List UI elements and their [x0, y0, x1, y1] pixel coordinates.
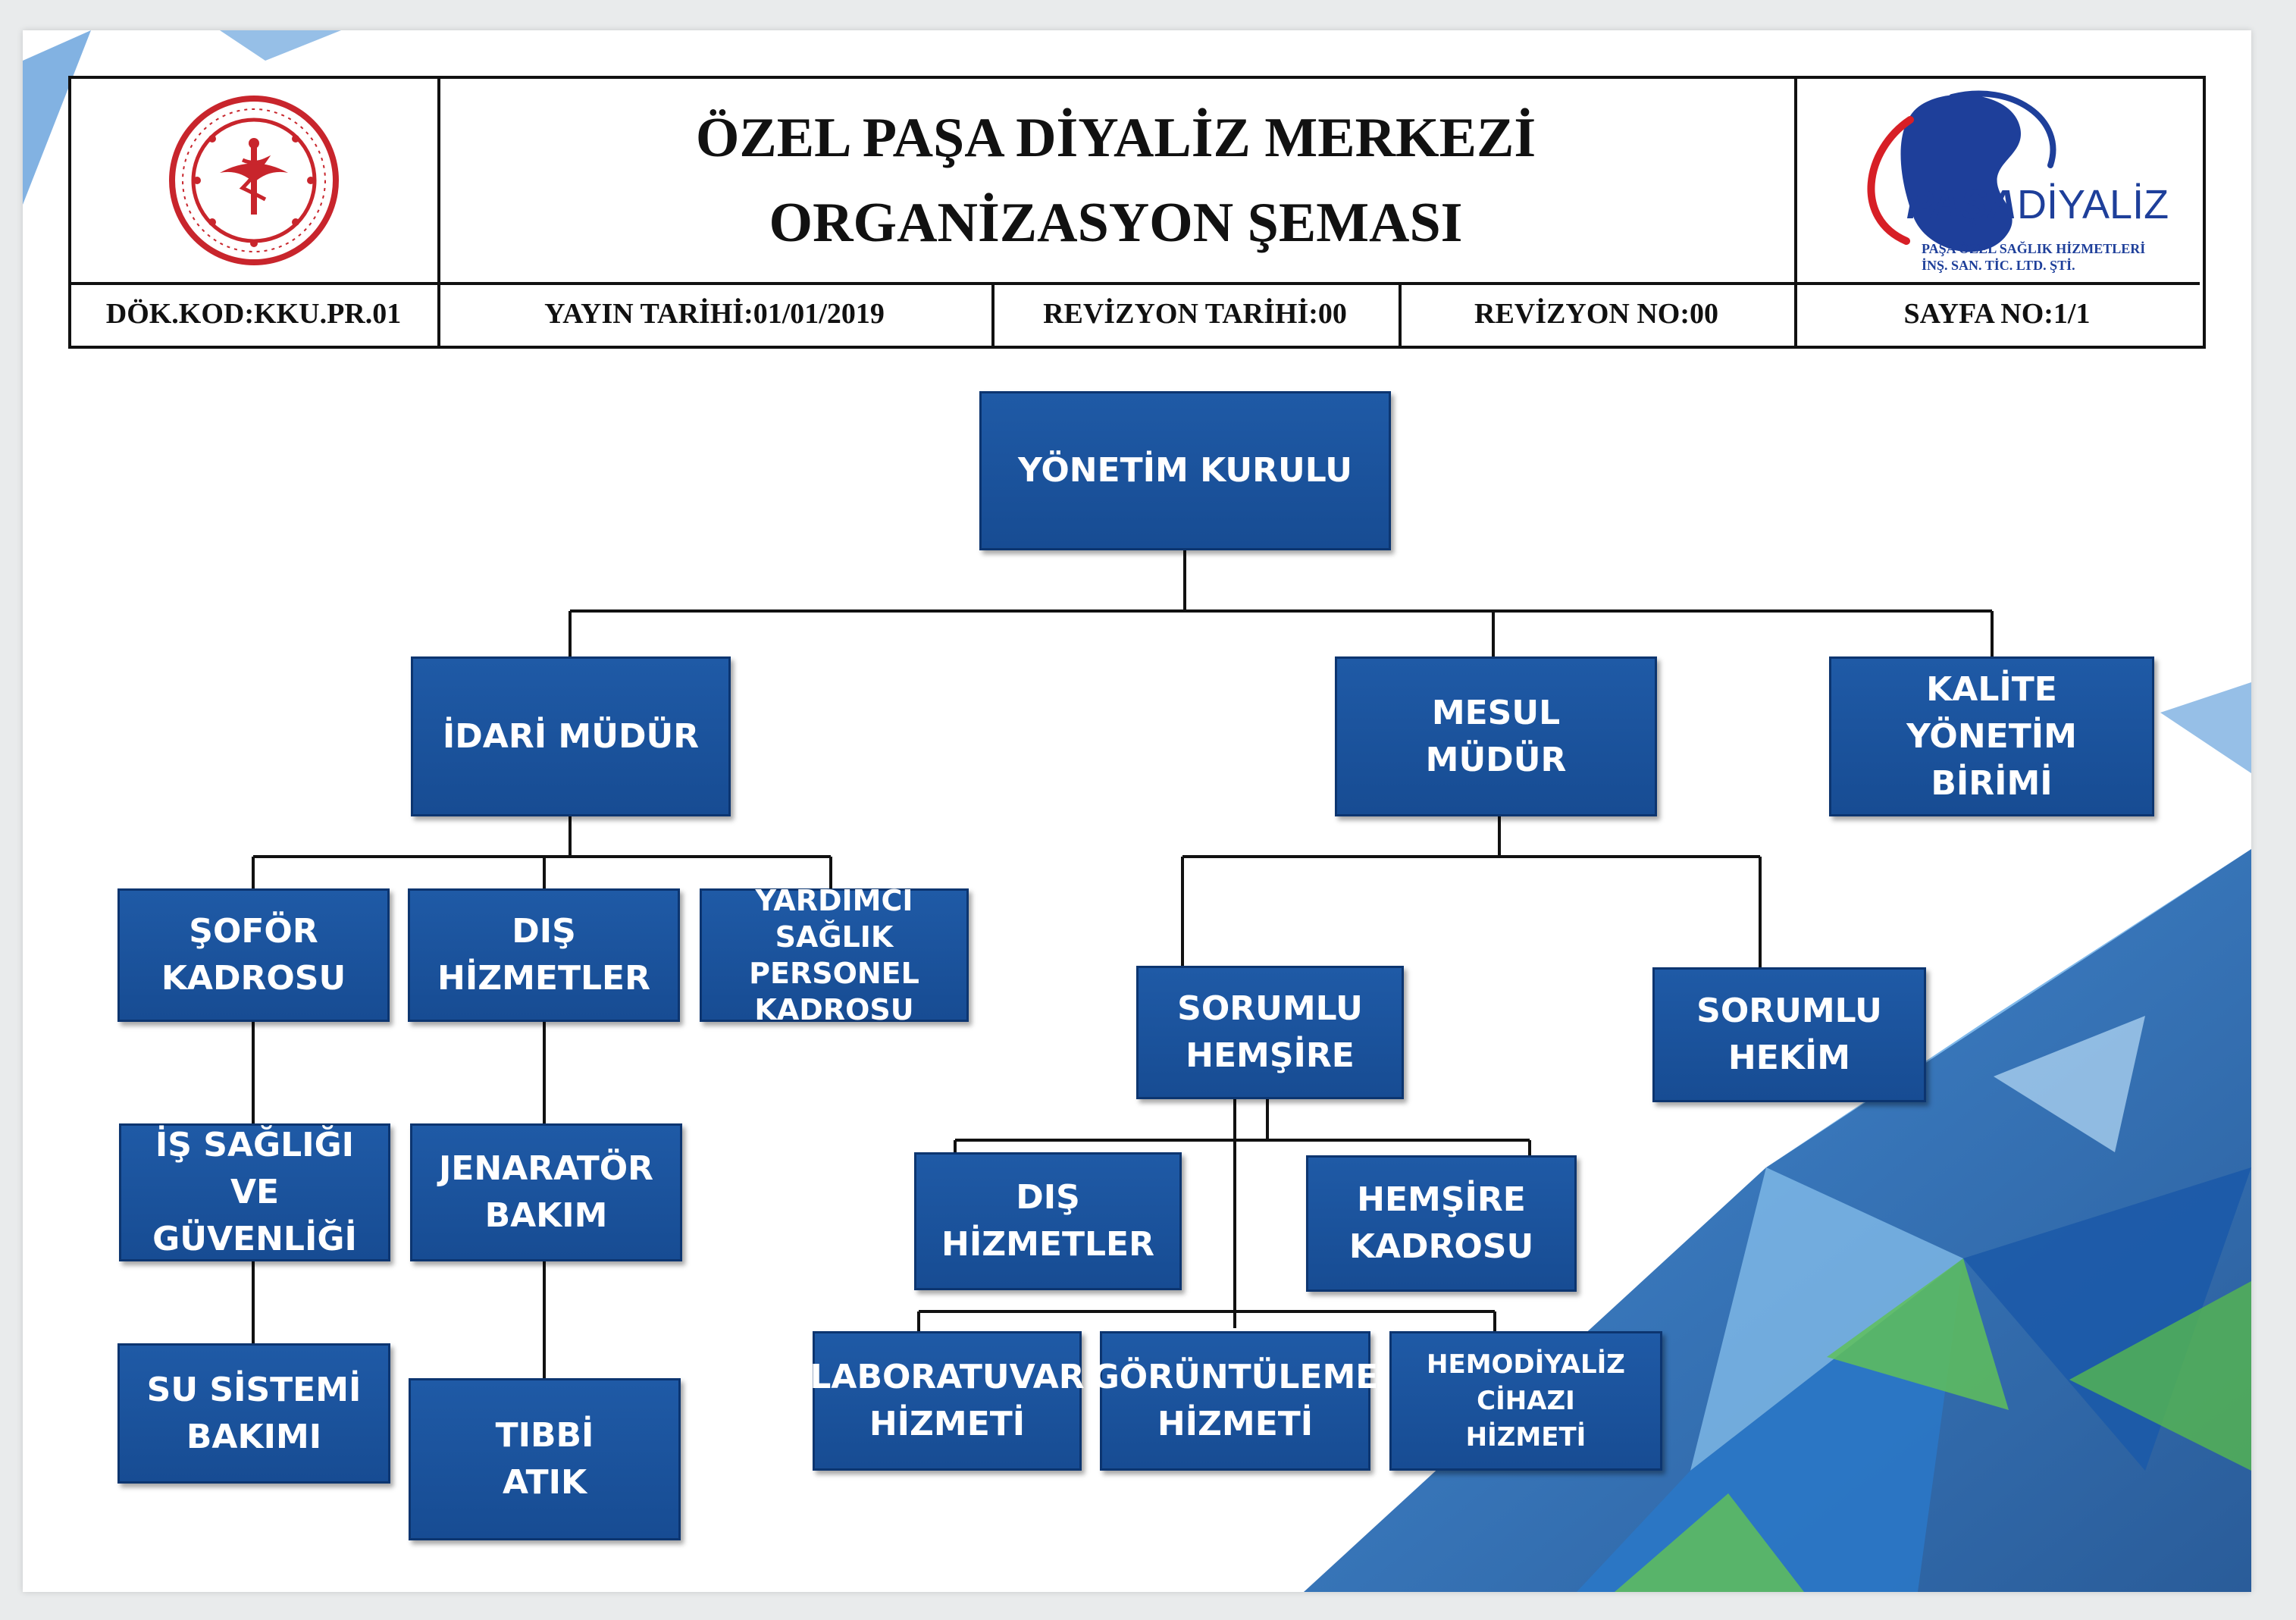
external-services-nurse-line-2: HİZMETLER: [941, 1225, 1154, 1264]
driver-staff-line-2: KADROSU: [161, 959, 346, 998]
responsible-nurse-box: SORUMLU HEMŞİRE: [1136, 966, 1404, 1099]
driver-staff-box: ŞOFÖR KADROSU: [117, 888, 390, 1022]
responsible-nurse-line-1: SORUMLU: [1177, 989, 1363, 1028]
title-cell: ÖZEL PAŞA DİYALİZ MERKEZİ ORGANİZASYON Ş…: [437, 79, 1797, 285]
occupational-safety-line-2: GÜVENLİĞİ: [152, 1220, 357, 1258]
connector-responsible: [1181, 816, 1762, 967]
laboratory-service-box: LABORATUVAR HİZMETİ: [810, 1331, 1085, 1471]
water-system-box: SU SİSTEMİ BAKIMI: [117, 1343, 390, 1484]
page-no-cell: SAYFA NO:1/1: [1903, 298, 2091, 330]
publish-date-cell: YAYIN TARİHİ:01/01/2019: [437, 282, 995, 346]
aux-health-staff-line-2: PERSONEL: [749, 957, 919, 990]
external-services-admin-line-2: HİZMETLER: [437, 959, 650, 998]
hemodialysis-device-service-box: HEMODİYALİZ CİHAZI HİZMETİ: [1389, 1331, 1662, 1471]
aux-health-staff-line-1: YARDIMCI SAĞLIK: [755, 884, 913, 954]
revision-date-cell: REVİZYON TARİHİ:00: [991, 282, 1402, 346]
kidney-swoosh-logo-icon: [1867, 90, 2056, 252]
external-services-nurse-box: DIŞ HİZMETLER: [914, 1152, 1182, 1290]
medical-waste-line-1: TIBBİ: [495, 1416, 594, 1455]
company-logo-cell: [1794, 79, 2200, 285]
responsible-manager-box: MESUL MÜDÜR: [1335, 656, 1657, 816]
brand-wordmark: PAŞADİYALİZ: [1906, 182, 2169, 227]
imaging-service-line-1: GÖRÜNTÜLEME: [1092, 1358, 1379, 1396]
external-services-admin-box: DIŞ HİZMETLER: [408, 888, 680, 1022]
laboratory-service-line-1: LABORATUVAR: [810, 1358, 1085, 1396]
connector-board: [569, 550, 1994, 656]
responsible-doctor-box: SORUMLU HEKİM: [1652, 967, 1926, 1102]
driver-staff-line-1: ŞOFÖR: [189, 912, 318, 951]
quality-unit-box: KALİTE YÖNETİM BİRİMİ: [1829, 656, 2154, 816]
medical-waste-line-2: ATIK: [502, 1463, 587, 1502]
nurse-staff-line-2: KADROSU: [1348, 1227, 1534, 1266]
external-services-admin-line-1: DIŞ: [512, 912, 576, 951]
generator-maintenance-line-2: BAKIM: [484, 1196, 608, 1235]
nurse-staff-box: HEMŞİRE KADROSU: [1306, 1155, 1577, 1292]
imaging-service-box: GÖRÜNTÜLEME HİZMETİ: [1092, 1331, 1378, 1471]
doc-code-cell: DÖK.KOD:KKU.PR.01: [70, 282, 440, 346]
org-name-title: ÖZEL PAŞA DİYALİZ MERKEZİ: [695, 107, 1536, 169]
responsible-nurse-line-2: HEMŞİRE: [1186, 1036, 1355, 1075]
board-label: YÖNETİM KURULU: [1018, 451, 1352, 490]
generator-maintenance-box: JENARATÖR BAKIM: [410, 1123, 682, 1261]
occupational-safety-box: İŞ SAĞLIĞI VE GÜVENLİĞİ: [119, 1123, 390, 1261]
responsible-manager-line-1: MESUL: [1431, 693, 1561, 732]
ministry-logo-cell: [70, 79, 440, 285]
admin-manager-box: İDARİ MÜDÜR: [411, 656, 731, 816]
aux-health-staff-box: YARDIMCI SAĞLIK PERSONEL KADROSU: [700, 884, 969, 1026]
hemodialysis-device-service-line-2: HİZMETİ: [1465, 1422, 1587, 1452]
responsible-doctor-line-1: SORUMLU: [1696, 992, 1882, 1030]
revision-no-cell: REVİZYON NO:00: [1399, 282, 1797, 346]
company-line-1: PAŞA ÖZEL SAĞLIK HİZMETLERİ: [1922, 241, 2146, 256]
imaging-service-line-2: HİZMETİ: [1157, 1405, 1314, 1443]
admin-manager-label: İDARİ MÜDÜR: [442, 716, 700, 756]
quality-unit-line-1: KALİTE YÖNETİM: [1906, 669, 2077, 756]
nurse-staff-line-1: HEMŞİRE: [1357, 1180, 1526, 1219]
generator-maintenance-line-1: JENARATÖR: [438, 1149, 654, 1188]
aux-health-staff-line-3: KADROSU: [754, 993, 914, 1026]
water-system-line-1: SU SİSTEMİ: [146, 1370, 362, 1409]
hemodialysis-device-service-line-1: HEMODİYALİZ CİHAZI: [1427, 1349, 1625, 1416]
document-header: [68, 76, 2206, 349]
company-line-2: İNŞ. SAN. TİC. LTD. ŞTİ.: [1922, 258, 2075, 273]
brand-light: DİYALİZ: [2017, 182, 2169, 227]
medical-waste-box: TIBBİ ATIK: [409, 1378, 681, 1540]
quality-unit-line-2: BİRİMİ: [1931, 763, 2053, 803]
occupational-safety-line-1: İŞ SAĞLIĞI VE: [155, 1126, 355, 1211]
connector-nurse: [917, 1099, 1531, 1331]
board-box: YÖNETİM KURULU: [979, 391, 1391, 550]
chart-title: ORGANİZASYON ŞEMASI: [769, 192, 1463, 254]
responsible-manager-line-2: MÜDÜR: [1425, 740, 1567, 779]
responsible-doctor-line-2: HEKİM: [1727, 1039, 1851, 1077]
connector-admin: [252, 816, 832, 888]
external-services-nurse-line-1: DIŞ: [1016, 1178, 1080, 1217]
laboratory-service-line-2: HİZMETİ: [869, 1405, 1026, 1443]
ministry-of-health-seal-icon: [168, 96, 339, 265]
water-system-line-2: BAKIMI: [186, 1417, 322, 1456]
brand-bold: PAŞA: [1906, 182, 2018, 227]
